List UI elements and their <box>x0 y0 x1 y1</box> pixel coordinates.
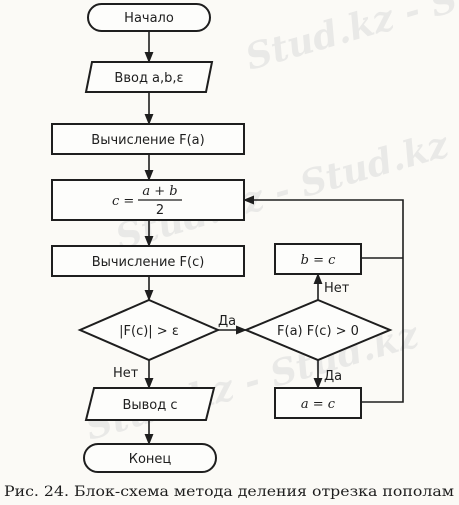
output-label: Вывод c <box>122 398 177 413</box>
calc-fa-block <box>51 123 245 155</box>
assign-a-block <box>274 387 362 419</box>
input-block <box>84 61 214 93</box>
calc-fc-block <box>51 245 245 277</box>
calc-fc-label: Вычисление F(c) <box>92 255 205 270</box>
end-label: Конец <box>129 452 172 467</box>
edge-no1-label: Нет <box>113 366 139 381</box>
calc-fa-label: Вычисление F(a) <box>91 133 204 148</box>
svg-text:Stud.kz - Stud.kz: Stud.kz - Stud.kz <box>241 0 459 79</box>
start-label: Начало <box>124 11 174 26</box>
midpoint-denominator: 2 <box>156 203 164 218</box>
midpoint-numerator: a + b <box>142 184 177 199</box>
decision-sign-label: F(a) F(c) > 0 <box>277 324 359 339</box>
midpoint-lhs: c = <box>112 194 134 209</box>
assign-b-block <box>274 243 362 275</box>
assign-b-label: b = c <box>301 253 336 268</box>
edge-no2-label: Нет <box>324 281 350 296</box>
edge-yes1-label: Да <box>218 314 236 329</box>
decision-error-label: |F(c)| > ε <box>119 324 179 339</box>
loop-back-to-midpoint <box>242 195 404 403</box>
edge-yes2-label: Да <box>324 369 342 384</box>
assign-a-label: a = c <box>301 397 336 412</box>
figure-caption: Рис. 24. Блок-схема метода деления отрез… <box>4 484 455 500</box>
input-label: Ввод a,b,ε <box>114 71 183 86</box>
output-block <box>84 387 216 421</box>
end-terminal <box>83 443 217 473</box>
